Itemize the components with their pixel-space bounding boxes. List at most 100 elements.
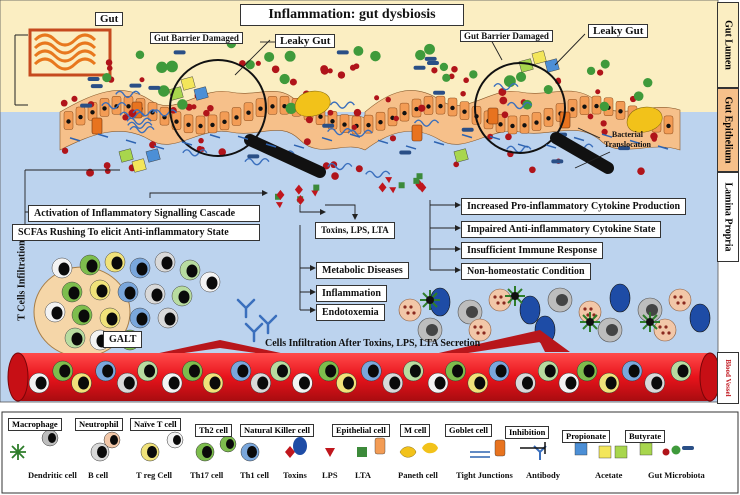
bacterium-green [643,77,653,88]
granule [476,331,480,335]
bacterium-red [106,65,113,71]
granule [412,311,416,315]
cell-nucleus [210,122,215,128]
bacterium-red [501,111,509,119]
legend-dendritic: Dendritic cell [28,470,77,480]
cell-nucleus [367,364,379,378]
leaky-gut-left: Leaky Gut [275,34,336,48]
cell-nucleus [209,376,221,390]
lta-mark [398,182,405,189]
bacterium-red [71,95,78,102]
bacterium-red [255,60,261,66]
legend-epi-icon [494,439,506,457]
bacterium-red [498,88,507,96]
cell-nucleus [78,376,90,390]
immune-cells [44,251,711,351]
bacterium-red [103,162,111,169]
bacterium-red [418,104,426,112]
bacterium-rod [322,123,335,128]
dendritic-squiggle [327,127,353,136]
bacterium-red [149,141,157,149]
cell-nucleus [586,318,594,326]
legend-th17: Th17 cell [190,470,224,480]
legend-epithelial: Epithelial cell [332,424,390,437]
dendritic-squiggle [132,109,158,117]
cell-nucleus [78,114,83,120]
legend-icons [10,429,694,462]
bacterium-red [389,135,397,142]
legend-nk-icon [293,437,307,455]
t-cells-infiltration: T Cells Infiltration [16,240,28,321]
cell-nucleus [318,114,323,119]
granule [661,331,665,335]
cell-nucleus [426,104,431,109]
box-signalling-cascade: Activation of Inflammatory Signalling Ca… [28,205,260,222]
lta-mark [416,173,423,180]
bacterium-red [595,89,601,95]
bacterium-red [327,109,334,116]
bacterium-green [285,102,297,115]
cell-nucleus [628,364,640,378]
bacterium-rod [129,83,142,88]
box-pro-inflammatory: Increased Pro-inflammatory Cytokine Prod… [461,198,687,215]
scfa-tag [193,86,209,101]
cell-nucleus [97,446,107,458]
bacterium-rod [433,90,446,95]
bacterium-red [637,167,645,176]
neutrophil [488,288,512,312]
bacterium-red [337,71,346,79]
granule [658,325,662,329]
tight-junction [461,133,473,139]
bacterium-red [601,128,608,135]
legend-th1: Th1 cell [240,470,270,480]
bacterium-rod [551,159,564,164]
granule [676,301,680,305]
cell-nucleus [51,306,63,320]
nk-cell [689,303,711,333]
dendritic-squiggle [329,101,355,109]
bacterium-red [505,133,512,141]
granule [403,305,407,309]
bacterium-red [198,137,204,144]
cell-nucleus [35,376,47,390]
cell-nucleus [646,318,654,326]
cell-nucleus [582,104,587,109]
goblet-cell [411,124,423,142]
granule [473,325,477,329]
legend-naive-t: Naïve T cell [130,418,181,431]
cell-nucleus [342,122,347,127]
legend-acetate: Acetate [595,470,623,480]
cell-nucleus [605,376,617,390]
cell-nucleus [565,376,577,390]
neutrophil [668,288,692,312]
cell-nucleus [414,106,419,112]
bacterium-green [264,51,275,63]
legend-lps-icon [325,448,335,457]
bacterium-red [207,104,214,112]
legend-lta-icon [357,447,367,457]
cell-nucleus [651,376,663,390]
cell-nucleus [198,123,203,129]
granule [406,311,410,315]
neutrophil [653,318,677,342]
bacterium-green [177,99,188,110]
bacterium-red [122,114,129,121]
bacterium-rod [426,60,439,65]
dendritic-squiggle [365,170,391,178]
cells-infiltration-label: Cells Infiltration After Toxins, LPS, LT… [265,338,481,349]
bacterium-red [587,113,594,120]
granule [496,301,500,305]
bacterium-red [499,96,508,105]
magnifier-right-icon [474,62,614,174]
bacterium-red [331,172,339,180]
granule [502,301,506,305]
bacterium-rod [399,150,412,155]
gut-label: Gut [95,12,124,26]
legend-toxins: Toxins [283,470,307,480]
cell-nucleus [124,286,136,300]
bacterium-red [60,99,68,107]
bacterium-green [503,75,516,88]
nk-cell [519,295,541,325]
bacterium-green [469,70,478,79]
